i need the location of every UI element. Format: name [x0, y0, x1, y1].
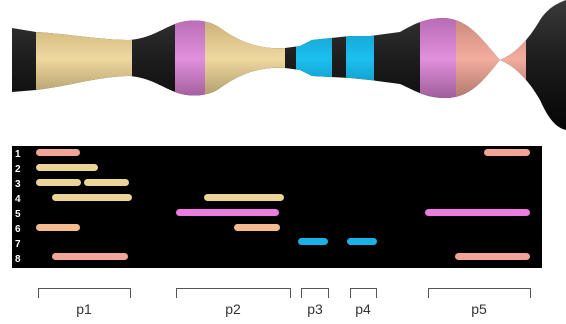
partition-bracket [177, 289, 291, 299]
tube-segment-cyan [346, 0, 374, 130]
partition-labels: p1 p2 p3 p4 p5 [76, 301, 487, 317]
segment-bar [176, 209, 279, 216]
partition-bracket [39, 289, 131, 299]
tube-segment-tan [36, 0, 132, 130]
partition-bracket [429, 289, 531, 299]
segment-bar [84, 179, 129, 186]
chromosome-tube [0, 0, 566, 130]
row-label: 6 [15, 224, 21, 235]
row-label: 1 [15, 149, 21, 160]
row-label: 8 [15, 254, 21, 265]
segment-bar [36, 179, 81, 186]
row-label: 7 [15, 239, 21, 250]
row-label: 2 [15, 164, 21, 175]
segment-bar [36, 149, 80, 156]
tube-segment-pink [420, 0, 456, 130]
tube-segment-cyan [296, 0, 332, 130]
segment-bar [52, 253, 128, 260]
segment-bar [347, 238, 377, 245]
segment-bar [52, 194, 132, 201]
segment-bar [425, 209, 530, 216]
tube-segment-pink [175, 0, 205, 130]
partition-label-p1: p1 [76, 301, 92, 317]
tube-segment-salmon [456, 0, 526, 130]
segment-bar [455, 253, 530, 260]
segment-bar [234, 224, 280, 231]
segment-bar [298, 238, 328, 245]
row-label: 4 [15, 194, 21, 205]
tube-segment-tan [205, 0, 285, 130]
partition-label-p4: p4 [355, 301, 371, 317]
partition-bracket [302, 289, 329, 299]
row-label: 3 [15, 179, 21, 190]
segment-bar [36, 164, 98, 171]
row-label: 5 [15, 209, 21, 220]
partition-label-p3: p3 [307, 301, 323, 317]
segment-bar [36, 224, 80, 231]
partition-label-p5: p5 [471, 301, 487, 317]
partition-label-p2: p2 [225, 301, 241, 317]
partition-bracket [351, 289, 377, 299]
segment-bar [484, 149, 530, 156]
partition-brackets [39, 289, 531, 299]
segment-bar [204, 194, 284, 201]
